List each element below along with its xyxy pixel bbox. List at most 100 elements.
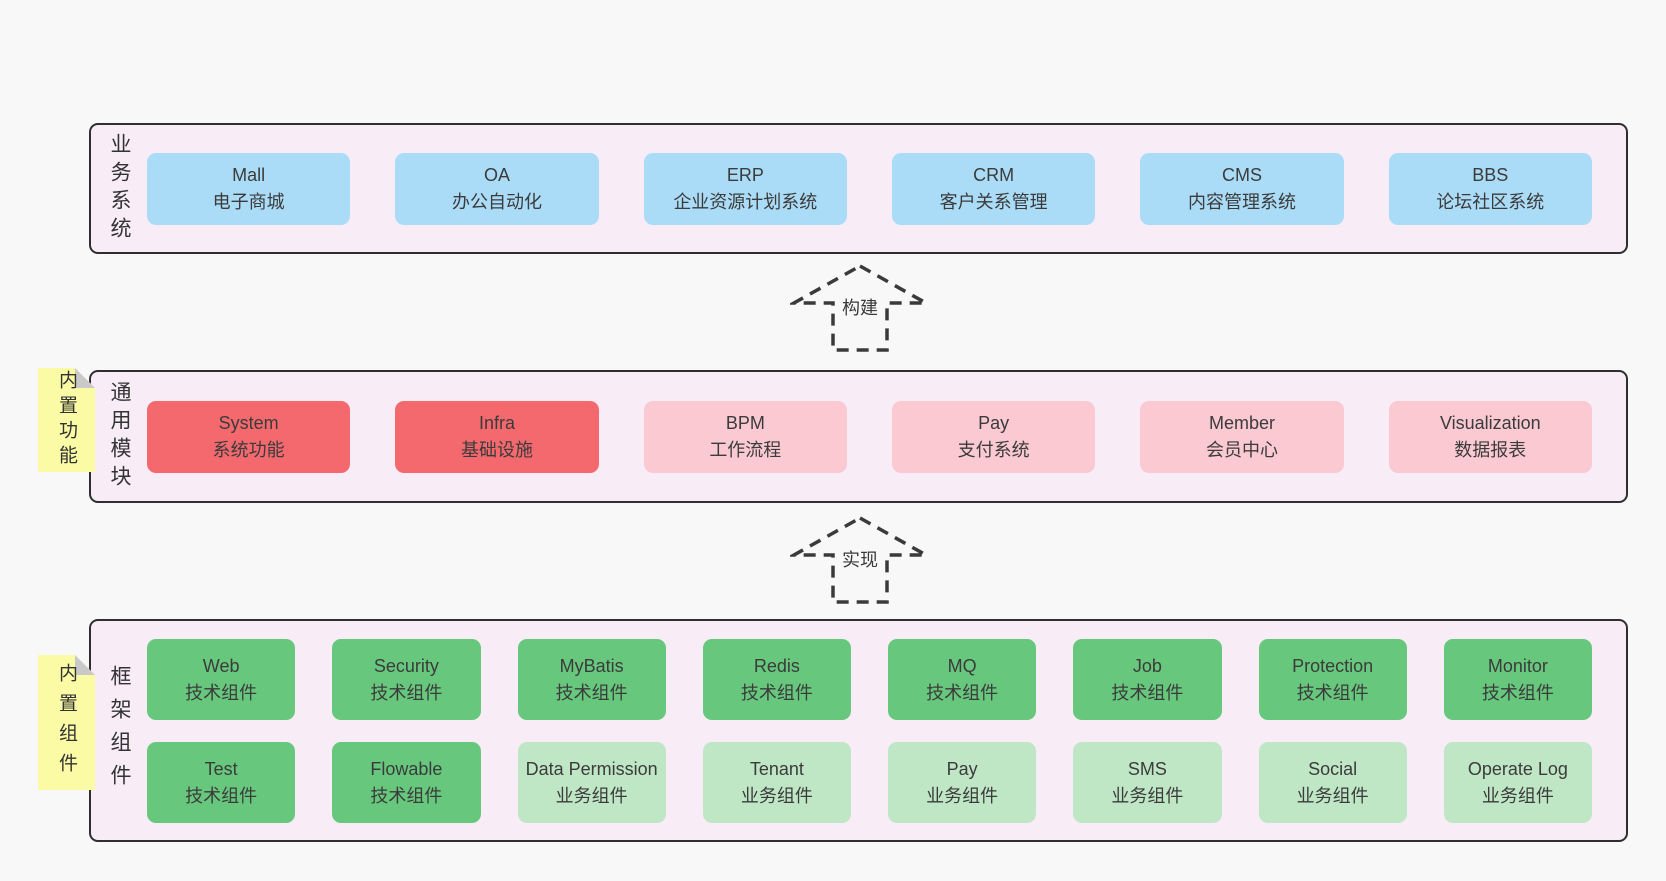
box-crm: CRM 客户关系管理 — [891, 152, 1096, 225]
band-business-systems: 业务系统 Mall 电子商城 OA 办公自动化 ERP 企业资源计划系统 CRM… — [89, 123, 1628, 254]
box-redis: Redis 技术组件 — [702, 639, 851, 720]
box-social: Social 业务组件 — [1258, 742, 1407, 823]
box-title: Social — [1308, 758, 1358, 779]
box-visualization: Visualization 数据报表 — [1388, 400, 1592, 473]
band-label-text: 业务系统 — [108, 132, 131, 245]
module-boxes: System 系统功能 Infra 基础设施 BPM 工作流程 Pay 支付系统… — [147, 372, 1626, 501]
box-title: System — [218, 412, 279, 433]
box-job: Job 技术组件 — [1073, 639, 1222, 720]
box-monitor: Monitor 技术组件 — [1443, 639, 1592, 720]
box-title: CRM — [973, 164, 1015, 185]
box-subtitle: 企业资源计划系统 — [673, 191, 818, 212]
box-data-permission: Data Permission 业务组件 — [517, 742, 666, 823]
box-subtitle: 技术组件 — [926, 682, 999, 703]
box-title: Data Permission — [525, 758, 658, 779]
box-pay-component: Pay 业务组件 — [888, 742, 1037, 823]
build-arrow-label: 构建 — [842, 298, 878, 318]
box-cms: CMS 内容管理系统 — [1140, 152, 1344, 225]
box-subtitle: 会员中心 — [1205, 439, 1278, 460]
build-arrow: 构建 — [787, 262, 933, 359]
box-mq: MQ 技术组件 — [888, 639, 1037, 720]
box-sms: SMS 业务组件 — [1073, 742, 1222, 823]
box-subtitle: 技术组件 — [740, 682, 813, 703]
box-mybatis: MyBatis 技术组件 — [517, 639, 666, 720]
box-subtitle: 技术组件 — [185, 785, 258, 806]
box-subtitle: 技术组件 — [1481, 682, 1554, 703]
box-subtitle: 数据报表 — [1454, 439, 1527, 460]
box-subtitle: 工作流程 — [709, 439, 782, 460]
box-subtitle: 基础设施 — [460, 439, 533, 460]
box-title: Redis — [753, 655, 800, 676]
implement-arrow: 实现 — [787, 514, 933, 611]
sticky-built-in-features: 内置功能 — [38, 368, 95, 472]
box-tenant: Tenant 业务组件 — [702, 742, 851, 823]
box-title: ERP — [726, 164, 764, 185]
business-boxes: Mall 电子商城 OA 办公自动化 ERP 企业资源计划系统 CRM 客户关系… — [147, 125, 1626, 252]
box-flowable: Flowable 技术组件 — [332, 742, 481, 823]
up-arrow-icon: 实现 — [787, 515, 933, 604]
box-subtitle: 业务组件 — [740, 785, 813, 806]
box-title: Pay — [978, 412, 1010, 433]
box-mall: Mall 电子商城 — [147, 152, 351, 225]
box-subtitle: 技术组件 — [370, 682, 443, 703]
box-bbs: BBS 论坛社区系统 — [1388, 152, 1592, 225]
box-title: MyBatis — [559, 655, 624, 676]
box-protection: Protection 技术组件 — [1258, 639, 1407, 720]
box-title: Mall — [232, 164, 266, 185]
box-title: Protection — [1292, 655, 1374, 676]
box-title: Pay — [946, 758, 978, 779]
box-infra: Infra 基础设施 — [395, 400, 599, 473]
box-subtitle: 业务组件 — [555, 785, 628, 806]
sticky-label-wrap: 内置功能 — [38, 368, 95, 472]
box-title: BBS — [1472, 164, 1509, 185]
box-title: MQ — [947, 655, 977, 676]
sticky-label-wrap: 内置组件 — [38, 655, 95, 790]
box-subtitle: 技术组件 — [555, 682, 628, 703]
box-system: System 系统功能 — [147, 400, 351, 473]
box-subtitle: 电子商城 — [212, 191, 285, 212]
band-business-label: 业务系统 — [91, 125, 147, 252]
band-modules-label: 通用模块 — [91, 372, 147, 501]
band-framework-components: 框架组件 Web 技术组件 Security 技术组件 MyBatis 技术组件… — [89, 619, 1628, 842]
box-title: Flowable — [370, 758, 443, 779]
sticky-label: 内置组件 — [56, 662, 77, 783]
box-title: CMS — [1221, 164, 1262, 185]
box-title: BPM — [725, 412, 765, 433]
box-subtitle: 内容管理系统 — [1187, 191, 1296, 212]
band-framework-label: 框架组件 — [91, 621, 147, 840]
box-subtitle: 论坛社区系统 — [1436, 191, 1545, 212]
box-security: Security 技术组件 — [332, 639, 481, 720]
box-title: Tenant — [749, 758, 804, 779]
box-subtitle: 技术组件 — [185, 682, 258, 703]
box-bpm: BPM 工作流程 — [643, 400, 847, 473]
box-erp: ERP 企业资源计划系统 — [643, 152, 847, 225]
band-label-text: 框架组件 — [108, 664, 131, 797]
box-title: Infra — [478, 412, 515, 433]
sticky-label: 内置功能 — [56, 370, 77, 470]
box-title: Job — [1132, 655, 1162, 676]
box-subtitle: 系统功能 — [212, 439, 285, 460]
box-pay-module: Pay 支付系统 — [891, 400, 1096, 473]
framework-boxes: Web 技术组件 Security 技术组件 MyBatis 技术组件 Redi… — [147, 621, 1626, 840]
box-title: Member — [1208, 412, 1275, 433]
box-subtitle: 办公自动化 — [451, 191, 542, 212]
box-subtitle: 技术组件 — [370, 785, 443, 806]
box-title: SMS — [1127, 758, 1167, 779]
box-subtitle: 技术组件 — [1111, 682, 1184, 703]
box-subtitle: 业务组件 — [926, 785, 999, 806]
box-title: Monitor — [1487, 655, 1548, 676]
box-title: Operate Log — [1467, 758, 1568, 779]
box-title: Test — [204, 758, 238, 779]
box-test: Test 技术组件 — [147, 742, 296, 823]
box-title: Security — [373, 655, 439, 676]
box-title: Visualization — [1439, 412, 1541, 433]
sticky-paper — [38, 655, 95, 790]
sticky-built-in-components: 内置组件 — [38, 655, 95, 790]
band-common-modules: 通用模块 System 系统功能 Infra 基础设施 BPM 工作流程 Pay… — [89, 370, 1628, 503]
box-web: Web 技术组件 — [147, 639, 296, 720]
box-subtitle: 客户关系管理 — [939, 191, 1048, 212]
up-arrow-icon: 构建 — [787, 263, 933, 352]
box-subtitle: 业务组件 — [1296, 785, 1369, 806]
box-subtitle: 业务组件 — [1111, 785, 1184, 806]
